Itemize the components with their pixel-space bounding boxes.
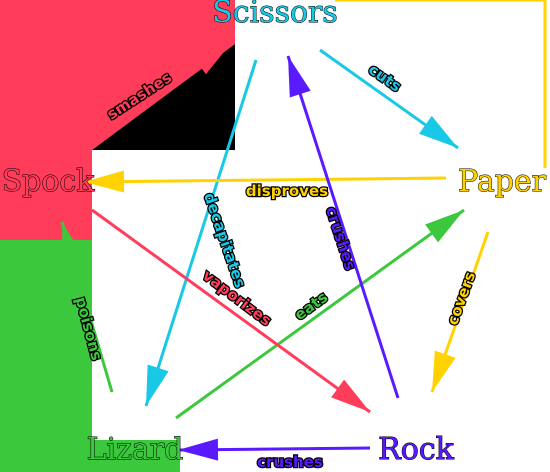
arrowhead-scissors-decapitates-lizard xyxy=(146,364,169,406)
lizard-region xyxy=(0,240,180,472)
arrowhead-paper-disproves-spock xyxy=(84,170,125,193)
spock-dark-cut xyxy=(92,44,235,150)
edge-rock-crushes-scissors xyxy=(286,55,400,399)
edge-label-paper-disproves-spock: disproves xyxy=(246,182,328,200)
edge-label-paper-covers-rock: covers xyxy=(443,269,479,327)
arrowhead-lizard-eats-paper xyxy=(425,210,464,243)
node-scissors: Scissors xyxy=(212,0,338,30)
node-paper: Paper xyxy=(458,164,547,199)
arrowhead-rock-crushes-lizard xyxy=(178,438,219,461)
node-rock: Rock xyxy=(378,432,454,467)
arrowhead-paper-covers-rock xyxy=(432,350,456,392)
edge-label-rock-crushes-lizard: crushes xyxy=(257,453,323,471)
spock-region xyxy=(0,0,235,240)
node-lizard: Lizard xyxy=(87,432,184,467)
edge-spock-vaporizes-rock xyxy=(91,208,371,414)
edge-scissors-decapitates-lizard xyxy=(144,59,258,407)
edge-paper-disproves-spock xyxy=(83,176,447,184)
arrowhead-lizard-poisons-spock xyxy=(62,222,84,264)
arrowhead-spock-smashes-scissors xyxy=(193,42,232,75)
edge-label-rock-crushes-scissors: crushes xyxy=(322,204,359,272)
arrowhead-scissors-cuts-paper xyxy=(419,115,458,148)
edge-label-lizard-eats-paper: eats xyxy=(291,288,331,324)
arrowhead-spock-vaporizes-rock xyxy=(331,379,370,412)
arrowhead-rock-crushes-scissors xyxy=(288,56,311,98)
edge-label-scissors-cuts-paper: cuts xyxy=(365,60,405,95)
node-spock: Spock xyxy=(2,164,96,199)
edge-lizard-eats-paper xyxy=(175,208,465,420)
paper-border-line xyxy=(335,0,547,168)
